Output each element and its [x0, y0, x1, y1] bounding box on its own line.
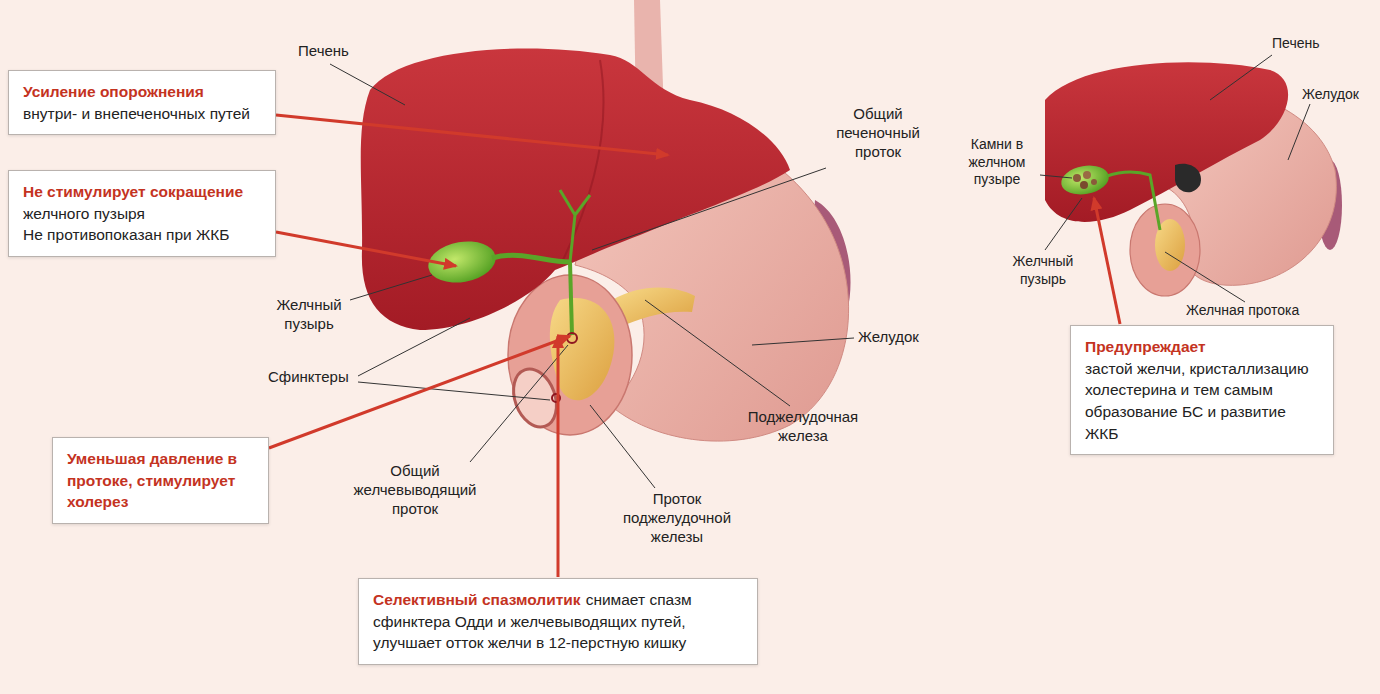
leader-line — [1288, 104, 1310, 160]
callout-arrow — [269, 336, 570, 448]
leader-line — [470, 345, 568, 462]
part-label: Общий печеночный проток — [830, 105, 926, 161]
part-label: Желчный пузырь — [1002, 253, 1084, 288]
part-label: Проток поджелудочной железы — [612, 490, 742, 546]
callout-arrows — [269, 115, 1120, 577]
part-label: Печень — [1272, 35, 1320, 53]
leader-line — [358, 382, 550, 400]
callout-arrow — [276, 115, 668, 155]
liver — [361, 48, 790, 330]
callout-body: застой желчи, кристаллизацию холестерина… — [1085, 358, 1319, 445]
stone — [1091, 179, 1097, 185]
pancreas-head — [550, 298, 615, 400]
cystic-duct — [492, 255, 570, 262]
callout-box: Усиление опорожнениявнутри- и внепеченоч… — [8, 70, 276, 135]
callout-arrow — [276, 232, 456, 266]
callout-body: внутри- и внепеченочных путей — [23, 103, 261, 125]
leader-line — [358, 318, 470, 376]
callout-heading: Усиление опорожнения — [23, 81, 261, 103]
leader-line — [590, 405, 655, 488]
liver-lobe-line — [562, 60, 604, 262]
callout-arrow — [1094, 198, 1120, 324]
callout-heading: Не стимулирует сокращение — [23, 181, 261, 203]
dark-structure — [1175, 164, 1201, 193]
part-label: Желудок — [1302, 86, 1359, 104]
part-label: Желчная протока — [1186, 302, 1299, 320]
leader-line — [330, 64, 405, 105]
part-label: Поджелудочная железа — [738, 408, 868, 446]
callout-box: Предупреждаетзастой желчи, кристаллизаци… — [1070, 325, 1334, 455]
callout-box: Не стимулирует сокращениежелчного пузыря… — [8, 170, 276, 257]
callout-box: Уменьшая давление в протоке, стимулирует… — [52, 437, 269, 524]
part-label: Камни в желчном пузыре — [956, 136, 1038, 189]
callout-body: Не противопоказан при ЖКБ — [23, 224, 261, 246]
leader-line — [645, 300, 790, 406]
stone — [1080, 181, 1088, 189]
part-label: Сфинктеры — [268, 368, 349, 387]
duodenum-opening — [506, 363, 564, 433]
duodenum — [1130, 204, 1200, 296]
hepatic-duct — [560, 190, 590, 262]
callout-box: Селективный спазмолитикснимает спазм сфи… — [358, 578, 758, 665]
leader-line — [592, 168, 826, 250]
leader-line — [1045, 198, 1082, 250]
leader-line — [752, 338, 854, 345]
leader-line — [1165, 252, 1245, 302]
leader-line — [1040, 175, 1072, 178]
leader-line — [1210, 55, 1272, 100]
bile-duct — [1107, 172, 1160, 230]
part-label: Общий желчевыводящий проток — [340, 462, 490, 518]
stone — [1073, 174, 1081, 182]
leader-line — [350, 275, 432, 300]
callout-body: желчного пузыря — [23, 203, 261, 225]
callout-heading: Селективный спазмолитик — [373, 591, 581, 608]
part-label: Желудок — [858, 328, 919, 347]
common-bile-duct — [570, 262, 572, 335]
callout-heading: Уменьшая давление в протоке, стимулирует… — [67, 448, 254, 513]
callout-heading: Предупреждает — [1085, 336, 1319, 358]
callout-arrow — [557, 336, 560, 577]
stone — [1083, 171, 1091, 179]
part-label: Желчный пузырь — [268, 296, 350, 334]
part-label: Печень — [298, 42, 349, 61]
gallbladder — [1059, 162, 1111, 198]
